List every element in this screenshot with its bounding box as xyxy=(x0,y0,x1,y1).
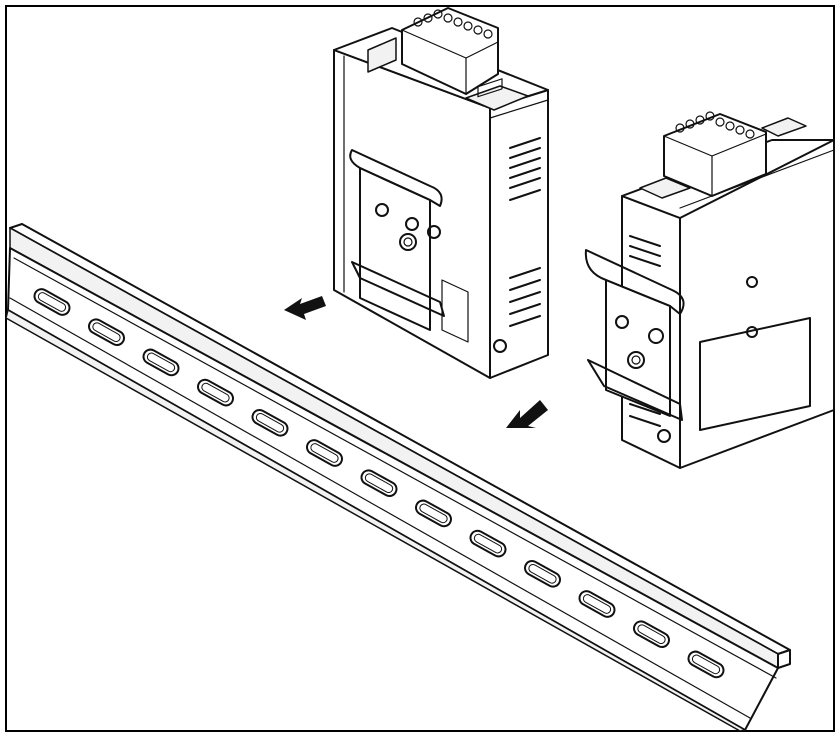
rail-slot xyxy=(142,348,180,377)
rail-slot-inner xyxy=(310,443,339,463)
din-rail-slots xyxy=(33,288,725,679)
rail-slot-inner xyxy=(255,412,285,433)
vent-slots xyxy=(509,137,541,327)
rail-slot-inner xyxy=(473,533,503,554)
led-indicator xyxy=(746,276,758,288)
rail-slot xyxy=(306,439,343,467)
rj45-port-icon xyxy=(761,117,807,137)
screw-icon xyxy=(657,429,671,443)
device-front-view xyxy=(584,111,835,469)
rail-slot-inner xyxy=(582,594,612,614)
din-rail-lower-lip xyxy=(5,309,746,732)
rail-slot-inner xyxy=(37,292,67,312)
rail-slot-inner xyxy=(691,654,721,675)
rail-slot-inner xyxy=(92,322,121,343)
rail-slot xyxy=(415,499,452,528)
rail-slot xyxy=(524,559,561,588)
rail-slot-inner xyxy=(146,352,176,373)
din-clip-top-hook xyxy=(349,149,443,207)
rail-slot xyxy=(88,318,125,347)
label-area xyxy=(699,317,811,431)
din-rail xyxy=(5,223,791,732)
screw-icon xyxy=(493,339,507,353)
rail-slot xyxy=(633,620,670,649)
rail-slot-inner xyxy=(528,563,557,584)
arrow-down-left-icon xyxy=(506,400,548,428)
rail-slot xyxy=(197,378,234,407)
din-clip-bottom-hook xyxy=(587,359,683,421)
rj45-port-icon xyxy=(465,85,529,111)
rail-slot xyxy=(469,529,507,558)
arrow-down-left-icon xyxy=(284,296,326,320)
rail-slot xyxy=(33,288,71,316)
rail-slot xyxy=(578,590,616,618)
screw-icon xyxy=(399,233,417,251)
rail-slot-inner xyxy=(419,503,448,524)
rj45-port-icon xyxy=(639,177,691,199)
rail-slot-inner xyxy=(364,473,394,494)
rail-slot-inner xyxy=(637,624,666,645)
din-clip-bottom-hook xyxy=(351,261,445,317)
rail-slot-inner xyxy=(201,382,230,403)
rail-slot xyxy=(687,650,725,679)
rail-slot xyxy=(251,408,289,437)
rj45-port-icon xyxy=(367,37,397,73)
screw-icon xyxy=(627,351,645,369)
rail-slot xyxy=(360,469,398,498)
terminal-screws xyxy=(675,111,755,139)
device-rear-view xyxy=(333,7,549,379)
vent-slots xyxy=(629,235,661,427)
terminal-screws xyxy=(413,9,493,39)
din-rail-end xyxy=(777,649,791,669)
device-rear-side-face xyxy=(489,89,549,379)
din-clip-top-hook xyxy=(584,249,685,315)
